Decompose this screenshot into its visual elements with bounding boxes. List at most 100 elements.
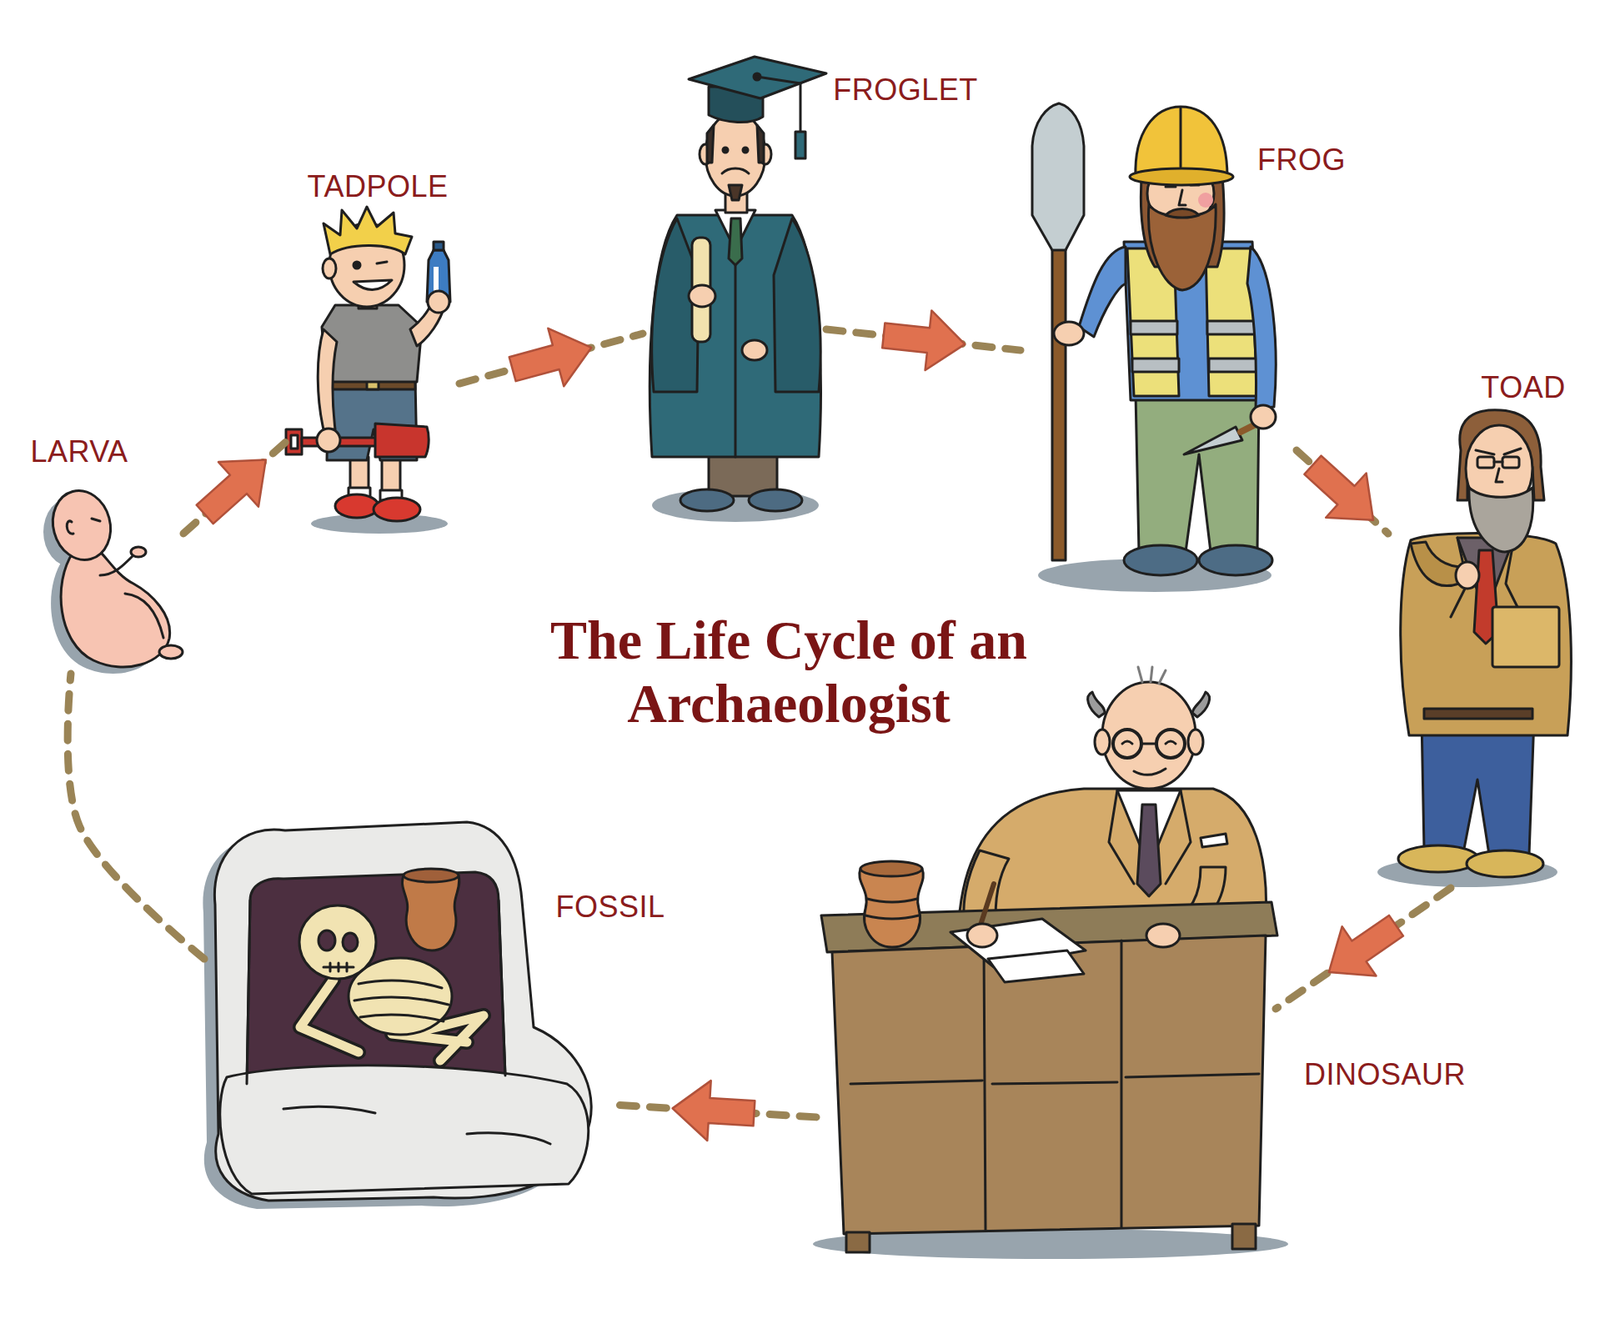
professor-figure-part bbox=[967, 923, 998, 948]
digger-figure bbox=[1032, 103, 1276, 592]
digger-figure-part bbox=[1178, 190, 1186, 206]
grave-figure-part bbox=[323, 963, 354, 972]
grave-figure bbox=[202, 822, 592, 1209]
baby-figure-part bbox=[66, 521, 74, 534]
digger-figure-part bbox=[1250, 405, 1276, 429]
digger-figure-part bbox=[1135, 393, 1259, 552]
digger-figure-part bbox=[1183, 426, 1243, 455]
stage-label: FROGLET bbox=[832, 73, 979, 107]
professor-figure bbox=[812, 667, 1289, 1259]
digger-figure-part bbox=[1032, 103, 1084, 251]
digger-figure-part bbox=[1132, 358, 1179, 372]
graduate-figure-part bbox=[705, 112, 766, 196]
grave-figure-part bbox=[246, 872, 506, 1084]
stage-node: FROGLET bbox=[642, 50, 827, 526]
graduate-figure-part bbox=[722, 147, 728, 153]
professor-figure-part bbox=[1192, 692, 1210, 718]
grave-figure-part bbox=[354, 980, 449, 1022]
professor-figure-part bbox=[860, 861, 923, 877]
boy-figure-part bbox=[376, 261, 387, 264]
stage-node: LARVA bbox=[33, 490, 184, 674]
lecturer-figure-part bbox=[1398, 845, 1479, 873]
cycle-connector bbox=[826, 305, 1021, 375]
lecturer-figure-part bbox=[1477, 456, 1495, 468]
baby-figure-part bbox=[45, 484, 118, 567]
graduate-figure-part bbox=[680, 489, 734, 512]
stage-node: FROG bbox=[1020, 101, 1297, 592]
stage-label: FROG bbox=[1257, 143, 1346, 177]
digger-figure-part bbox=[1129, 168, 1234, 186]
stage-label: LARVA bbox=[30, 435, 128, 469]
lecturer-figure-part bbox=[1466, 850, 1544, 878]
stage-node: FOSSIL bbox=[204, 816, 612, 1204]
professor-figure-part bbox=[1133, 768, 1166, 775]
grave-figure-part bbox=[401, 875, 459, 951]
professor-figure-part bbox=[859, 868, 924, 948]
grave-figure-part bbox=[214, 822, 592, 1201]
graduate-figure-part bbox=[649, 215, 821, 457]
boy-figure-part bbox=[353, 261, 361, 269]
cycle-connector bbox=[1292, 442, 1394, 542]
digger-figure-part bbox=[1053, 321, 1084, 346]
stage-node: TOAD bbox=[1388, 408, 1577, 888]
block-arrow bbox=[1292, 442, 1394, 542]
lecturer-figure-part bbox=[1469, 487, 1534, 552]
boy-figure-part bbox=[433, 241, 444, 251]
lecturer-figure bbox=[1377, 410, 1571, 888]
boy-figure-part bbox=[373, 497, 421, 522]
boy-figure-part bbox=[353, 280, 392, 291]
boy-figure-part bbox=[335, 494, 379, 518]
baby-figure bbox=[43, 484, 183, 674]
cycle-connector bbox=[459, 318, 643, 398]
graduate-figure-part bbox=[722, 168, 749, 174]
stage-label: TOAD bbox=[1480, 371, 1565, 405]
professor-figure-part bbox=[1113, 729, 1142, 758]
block-arrow bbox=[880, 305, 969, 375]
lecturer-figure-part bbox=[1400, 532, 1572, 736]
digger-figure-part bbox=[1052, 243, 1066, 561]
grave-figure-part bbox=[318, 930, 336, 951]
graduate-figure-part bbox=[773, 218, 821, 392]
professor-figure-part bbox=[865, 898, 919, 919]
block-arrow bbox=[504, 318, 599, 398]
digger-figure-part bbox=[1130, 321, 1178, 335]
graduate-figure-part bbox=[688, 285, 716, 307]
professor-figure-part bbox=[1232, 1223, 1256, 1249]
baby-figure-part bbox=[125, 593, 164, 638]
grave-figure-part bbox=[403, 868, 459, 883]
digger-figure-part bbox=[1207, 321, 1256, 335]
boy-figure-part bbox=[427, 290, 450, 313]
stage-node: DINOSAUR bbox=[816, 673, 1276, 1256]
cycle-connector bbox=[67, 673, 205, 959]
stage-label: FOSSIL bbox=[555, 890, 665, 924]
baby-figure-part bbox=[60, 550, 171, 668]
lecturer-figure-part bbox=[1492, 606, 1560, 668]
lecturer-figure-part bbox=[1455, 561, 1480, 589]
graduate-figure-part bbox=[795, 131, 806, 159]
boy-figure bbox=[285, 206, 451, 534]
cycle-connector bbox=[1275, 887, 1451, 1009]
digger-figure-part bbox=[1198, 545, 1273, 576]
dashed-line bbox=[67, 673, 205, 959]
boy-figure-part bbox=[322, 258, 337, 279]
graduate-figure bbox=[649, 56, 827, 522]
boy-figure-part bbox=[317, 329, 337, 430]
professor-figure-part bbox=[1146, 923, 1180, 948]
digger-figure-part bbox=[1078, 246, 1126, 337]
stage-node: TADPOLE bbox=[285, 214, 460, 537]
grave-figure-part bbox=[220, 1065, 589, 1194]
professor-figure-part bbox=[988, 950, 1084, 983]
grave-figure-part bbox=[299, 905, 377, 979]
stage-label: TADPOLE bbox=[307, 170, 449, 204]
illustration-part bbox=[43, 56, 1571, 1259]
graduate-figure-part bbox=[757, 76, 801, 134]
digger-figure-part bbox=[1148, 204, 1217, 291]
graduate-figure-part bbox=[748, 489, 803, 512]
digger-figure-part bbox=[1165, 209, 1199, 219]
boy-figure-part bbox=[433, 266, 439, 292]
graduate-figure-part bbox=[707, 125, 714, 163]
graduate-figure-part bbox=[728, 218, 743, 266]
digger-figure-part bbox=[1135, 106, 1228, 177]
boy-figure-part bbox=[290, 435, 298, 449]
